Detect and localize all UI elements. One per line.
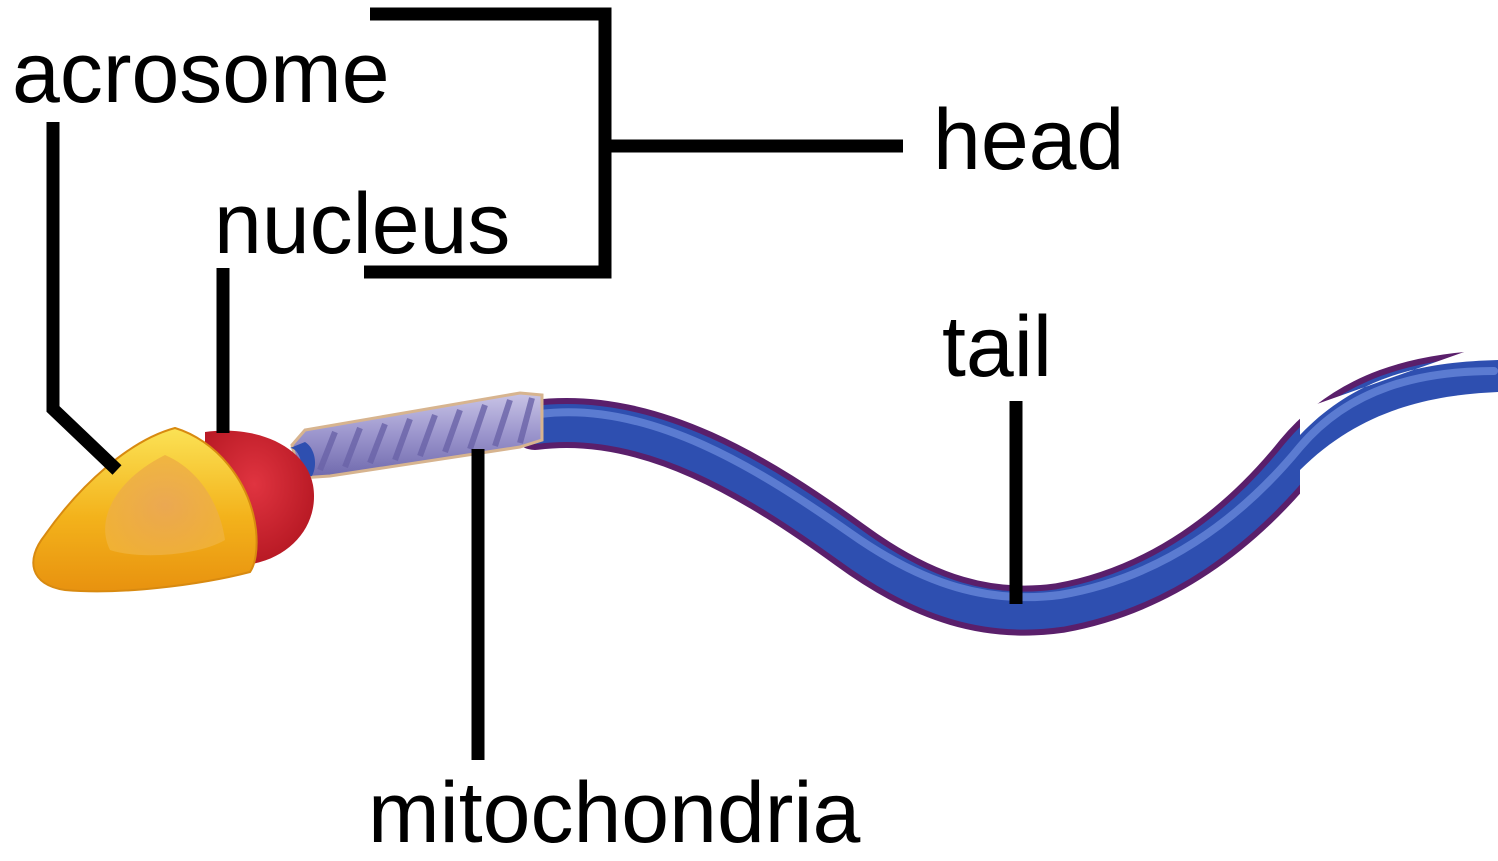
- acrosome-leader-line: [53, 122, 117, 470]
- label-mitochondria: mitochondria: [368, 770, 860, 856]
- label-head: head: [933, 97, 1124, 183]
- midpiece: [290, 393, 542, 478]
- label-nucleus: nucleus: [214, 181, 510, 267]
- label-tail: tail: [942, 304, 1052, 390]
- label-acrosome: acrosome: [12, 30, 390, 116]
